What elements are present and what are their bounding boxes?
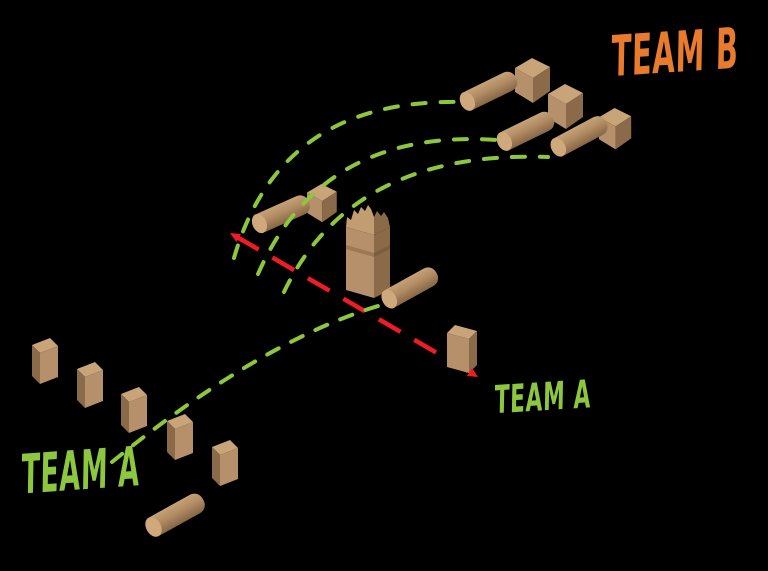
red-arrowhead-end: [467, 368, 478, 377]
field-block: [307, 184, 337, 223]
green-arc-3: [282, 154, 550, 294]
kubb-4: [167, 414, 193, 460]
baton-bottom-left: [141, 490, 209, 540]
team-b-label: TEAM B: [610, 16, 740, 91]
king-notch-front: [346, 245, 374, 257]
king-crown-front: [346, 205, 374, 235]
king-notch-side: [374, 245, 390, 257]
red-arrowhead-start: [230, 233, 241, 242]
field-baton-block-pair: [249, 184, 337, 236]
green-arc-group: [232, 99, 550, 294]
kubb-2: [77, 362, 103, 408]
team-b-baton-2: [493, 108, 558, 154]
team-b-block-1: [515, 58, 550, 103]
king-body-side: [374, 227, 390, 298]
king-tower: [346, 205, 390, 298]
team-b-baton-1: [456, 68, 521, 114]
kubb-1: [32, 338, 58, 384]
green-throw-line: [110, 304, 380, 464]
green-arc-2: [256, 137, 499, 276]
king-body-front: [346, 227, 374, 298]
red-dashed-line: [235, 235, 470, 373]
kubb-3: [121, 387, 147, 433]
kubb-5: [212, 440, 238, 486]
red-trajectory: [230, 233, 470, 373]
green-arc-1: [232, 99, 464, 260]
team-b-equipment: [456, 58, 632, 160]
team-a-field-label: TEAM A: [494, 372, 592, 424]
field-kubb: [447, 325, 477, 373]
team-a-baseline-label: TEAM A: [20, 434, 141, 507]
